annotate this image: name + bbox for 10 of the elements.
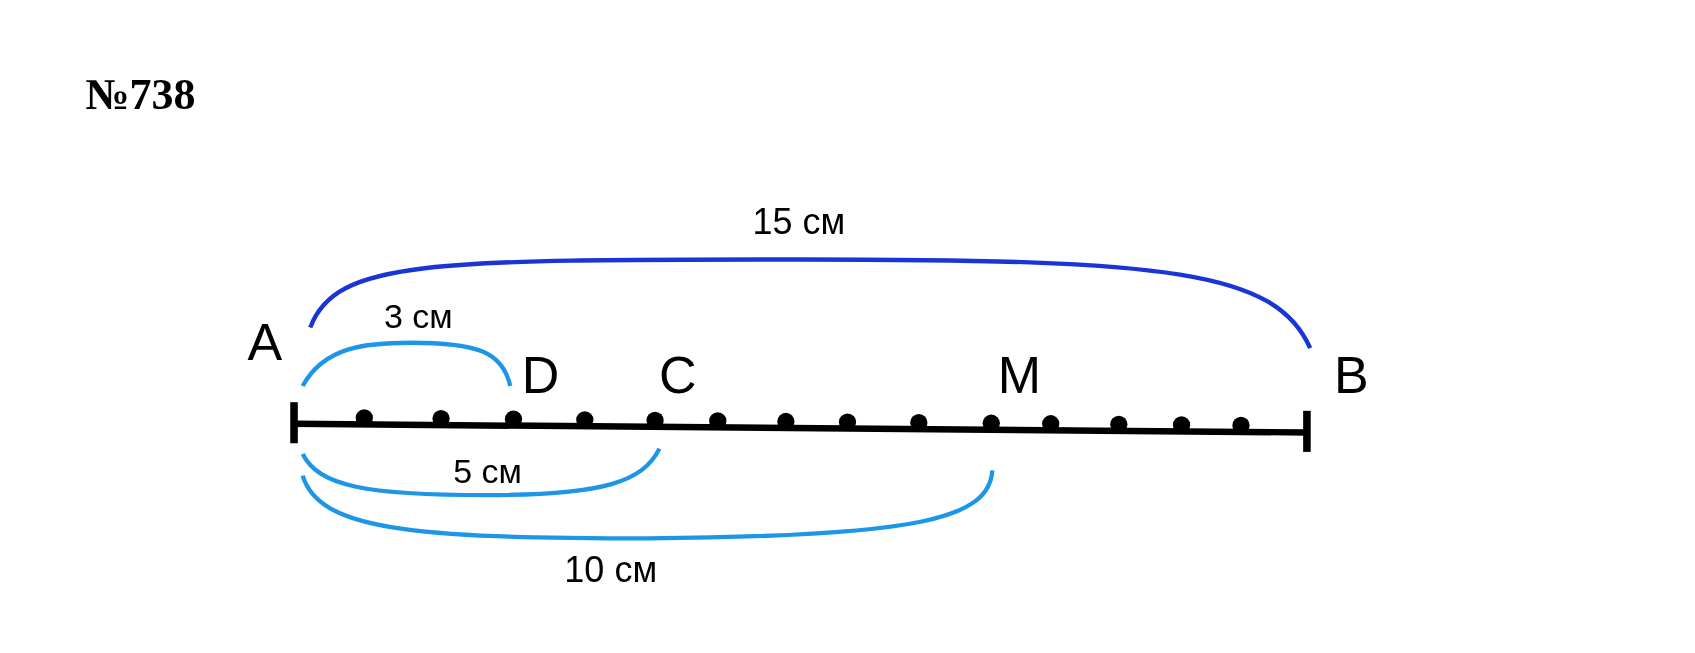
- point-label: M: [997, 349, 1042, 402]
- point-label: D: [521, 349, 560, 402]
- length-label: 10 см: [564, 551, 658, 588]
- point-label: C: [659, 349, 697, 402]
- length-label: 15 см: [752, 203, 846, 240]
- task-number: №738: [85, 73, 196, 118]
- point-label: B: [1333, 349, 1369, 402]
- point-label: A: [247, 315, 283, 368]
- length-label: 5 см: [453, 454, 522, 489]
- length-label: 3 см: [384, 298, 453, 333]
